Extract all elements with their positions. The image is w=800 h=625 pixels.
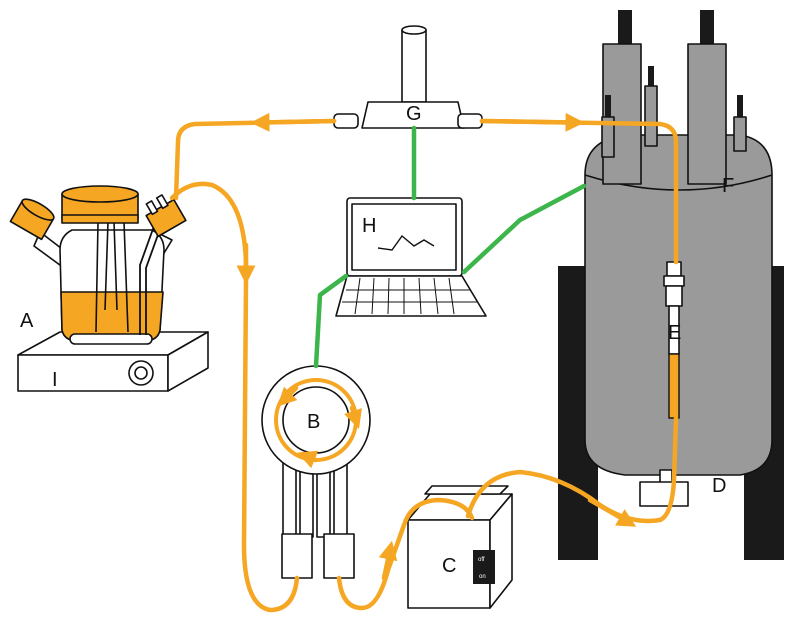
nmr-tube-fluid [668, 353, 680, 419]
label-a: A [20, 310, 34, 332]
probe-base [639, 481, 689, 507]
label-g: G [406, 103, 422, 125]
graph-icon [377, 234, 435, 251]
label-b: B [307, 411, 320, 433]
label-d: D [712, 475, 726, 497]
label-i: I [52, 369, 58, 391]
reaction-flask [9, 185, 187, 345]
stir-bar [69, 333, 153, 345]
laptop [335, 197, 487, 317]
flask-right-cap [145, 198, 187, 238]
junction-right-fitting [457, 113, 483, 129]
component-labels: A B C D E F G H I [20, 103, 734, 577]
magnet-column-right [687, 43, 727, 185]
label-f: F [722, 175, 734, 197]
label-c: C [442, 555, 456, 577]
label-e: E [668, 322, 681, 344]
laptop-keyboard [335, 275, 487, 317]
peristaltic-pump [261, 365, 371, 579]
data-cables [313, 125, 587, 369]
junction-left-fitting [333, 113, 359, 129]
nmr-tube [663, 261, 685, 419]
fluid-tubing [169, 112, 679, 613]
label-h: H [362, 215, 376, 237]
power-switch[interactable] [473, 550, 495, 584]
switch-off-label: off [478, 557, 485, 563]
control-box: off on [407, 485, 513, 609]
switch-on-label: on [479, 574, 486, 580]
